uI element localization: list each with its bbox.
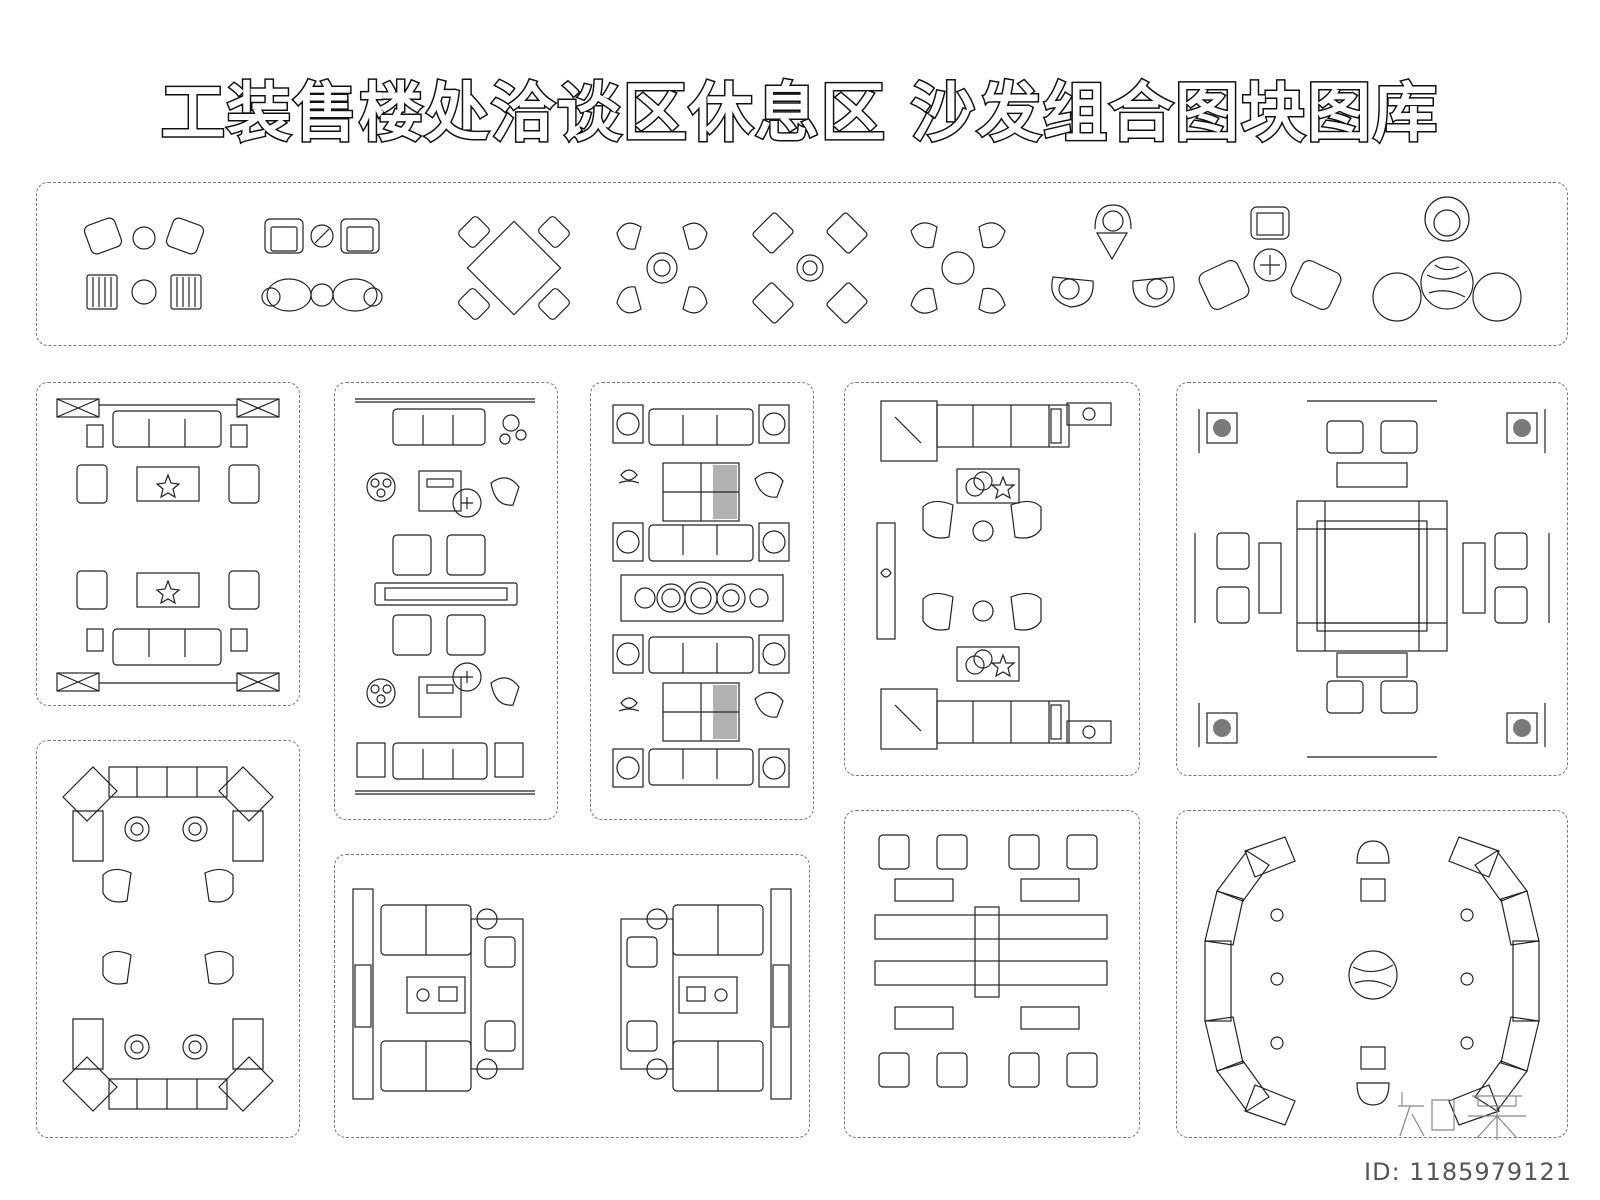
panel-sofa-layout-3 — [590, 382, 814, 820]
image-id-label: ID: 1185979121 — [1364, 1158, 1572, 1186]
sofa-layout-7-drawing — [352, 888, 792, 1100]
sofa-layout-5-drawing — [1194, 400, 1550, 758]
page-title: 工装售楼处洽谈区休息区 沙发组合图块图库 — [159, 76, 1440, 153]
panel-sofa-layout-8 — [844, 810, 1140, 1138]
panel-sofa-layout-5 — [1176, 382, 1568, 776]
chair-sets-drawing — [83, 196, 1522, 324]
sofa-layout-6-drawing — [62, 766, 274, 1112]
panel-sofa-layout-1 — [36, 382, 300, 706]
panel-sofa-layout-2 — [334, 382, 558, 820]
sofa-layout-4-drawing — [876, 400, 1112, 750]
sofa-layout-3-drawing — [612, 404, 790, 788]
sofa-layout-8-drawing — [874, 834, 1108, 1088]
brand-logo — [1392, 1080, 1542, 1146]
panel-sofa-layout-7 — [334, 854, 810, 1138]
panel-sofa-layout-4 — [844, 382, 1140, 776]
sofa-layout-9-drawing — [1204, 836, 1540, 1126]
panel-sofa-layout-9 — [1176, 810, 1568, 1138]
sofa-layout-2-drawing — [355, 398, 535, 795]
logo-lettering — [1398, 1092, 1526, 1140]
sofa-layout-1-drawing — [56, 398, 280, 692]
panel-sofa-layout-6 — [36, 740, 300, 1138]
panel-chair-sets-row — [36, 182, 1568, 346]
